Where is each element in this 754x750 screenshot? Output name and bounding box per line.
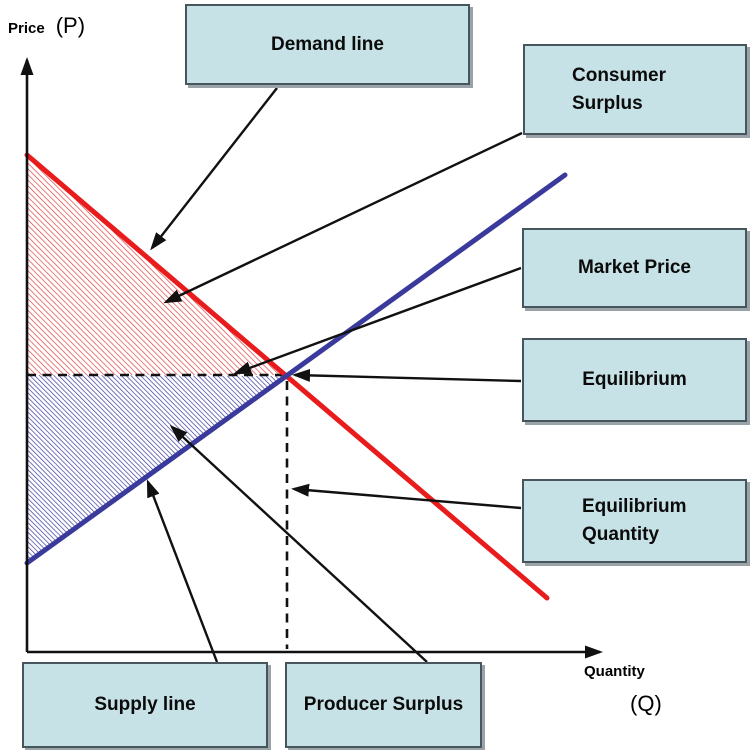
equilibrium-arrow	[292, 368, 522, 383]
equilibrium-quantity-label-box: Equilibrium Quantity	[522, 479, 747, 563]
supply-line-arrow	[146, 479, 219, 663]
equilibrium-quantity-label: Equilibrium Quantity	[582, 496, 687, 545]
quantity-label: Quantity	[584, 663, 645, 680]
equilibrium-quantity-arrow	[291, 483, 522, 510]
price-symbol-label: (P)	[55, 13, 86, 38]
callout-arrows	[146, 87, 523, 663]
demand-line-arrow	[150, 87, 278, 251]
producer-surplus-label: Producer Surplus	[303, 694, 464, 715]
supply-line-label-box: Supply line	[22, 662, 268, 748]
consumer-surplus-arrow	[163, 131, 523, 304]
supply-line-label: Supply line	[94, 694, 196, 715]
x-axis-symbol: (Q)	[630, 691, 662, 717]
producer-surplus-arrow	[169, 424, 428, 663]
demand-line-label: Demand line	[271, 33, 384, 55]
quantity-symbol-label: (Q)	[630, 691, 662, 716]
market-price-label: Market Price	[577, 257, 691, 278]
consumer-surplus-label-box: Consumer Surplus	[523, 44, 747, 135]
market-price-label-box: Market Price	[522, 228, 747, 308]
y-axis-title: Price (P)	[8, 13, 85, 39]
price-label: Price	[8, 20, 45, 37]
x-axis-title: Quantity	[584, 663, 645, 680]
consumer-surplus-label: Consumer Surplus	[572, 64, 666, 114]
producer-surplus-label-box: Producer Surplus	[285, 662, 482, 748]
equilibrium-label-box: Equilibrium	[522, 338, 747, 422]
equilibrium-label: Equilibrium	[582, 369, 687, 390]
demand-line-label-box: Demand line	[185, 4, 470, 85]
market-price-arrow	[233, 266, 522, 375]
